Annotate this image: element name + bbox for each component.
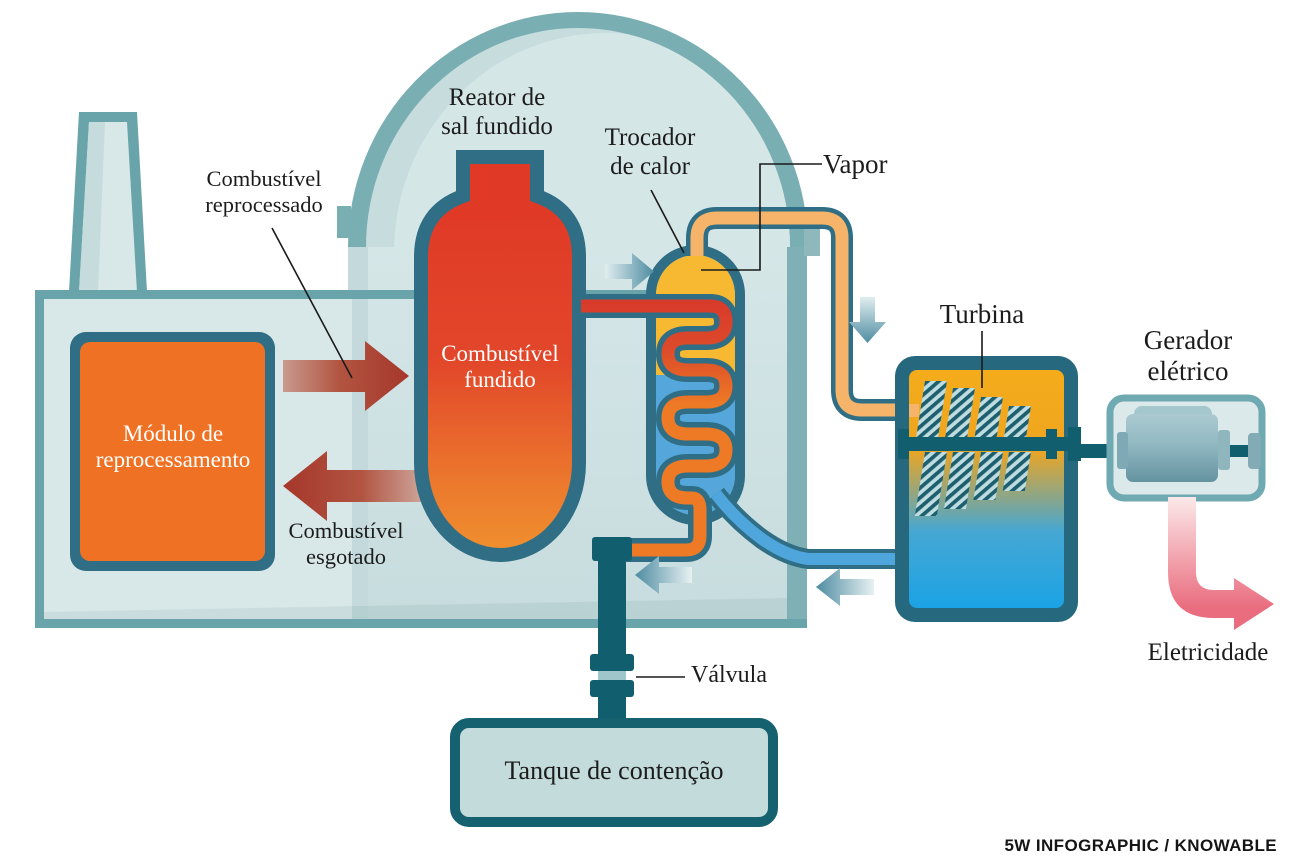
containment-tank-label: Tanque de contenção [504,756,724,785]
flow-arrow-right-icon [605,253,654,290]
fuel-loop-pipe [581,294,739,562]
chimney [69,112,147,292]
turbine-label: Turbina [939,299,1025,329]
electricity-arrow [1168,497,1274,630]
module-fill [80,342,265,561]
water-return-pipe-inner [711,490,916,565]
valve-gap [598,671,626,680]
building-roof-border [35,290,650,299]
drain-junction [592,537,632,561]
reactor-label-line2: sal fundido [441,112,553,140]
reprocessed-fuel-label-line2: reprocessado [205,191,323,217]
reprocessed-fuel-label-line1: Combustível [206,166,322,191]
molten-fuel-label-line2: fundido [464,367,536,393]
dome-flange-right [804,224,820,256]
turbine-shaft [905,437,1073,451]
generator-label-line1: Gerador [1143,325,1233,355]
turbine [895,356,1081,622]
dome-inner-highlight [394,33,790,247]
valve-collar-bottom [590,680,634,697]
vapor-label: Vapor [823,149,888,179]
spent-fuel-arrow [283,451,425,521]
generator-label: Gerador elétrico [1144,325,1232,387]
dome-wall-right [787,247,807,628]
vapor-pointer [701,163,822,271]
generator-stub-shaft [1230,445,1249,457]
flow-arrow-down-icon [849,297,886,343]
chimney-shade [79,122,105,292]
generator-cap-right [1218,430,1230,470]
spent-fuel-label: Combustível esgotado [288,518,403,569]
turbine-blades [914,381,1031,516]
valve-collar-top [590,654,634,671]
building-left-border [35,290,44,628]
reprocessing-module-label: Módulo de reprocessamento [96,421,251,473]
molten-fuel-label: Combustível fundido [441,341,559,393]
shaft-flange-mid [1046,429,1057,459]
reactor-vessel [414,150,586,562]
valve-label: Válvula [691,662,767,688]
pointer-lines [271,163,983,678]
steam-pipe-inner [690,211,916,417]
building-bottom-border [35,619,807,628]
reactor-label: Reator de sal fundido [441,84,553,141]
heat-exchanger-label-line1: Trocador [604,124,696,151]
generator-label-line2: elétrico [1147,355,1229,386]
reprocessing-module [70,332,275,571]
heat-exchanger-pointer [650,189,685,254]
generator-end-knob [1248,433,1261,469]
molten-fuel-label-line1: Combustível [441,341,559,366]
containment-tank [450,718,778,827]
reprocessed-fuel-arrow [283,341,409,411]
credit-text: 5W INFOGRAPHIC / KNOWABLE [1004,836,1277,855]
coil-pipe [581,299,733,557]
heat-exchanger-label-line2: de calor [610,152,690,180]
turbine-steam-inlet [909,404,919,417]
dome-wall-left [348,247,368,619]
flow-arrow-left-return-icon [816,568,874,606]
reprocessing-module-label-line2: reprocessamento [95,447,251,473]
generator-cap-left [1117,432,1128,469]
reactor-label-line1: Reator de [448,84,546,111]
generator-body [1126,414,1218,482]
electricity-label: Eletricidade [1147,639,1269,666]
dome-flange-left [337,206,351,238]
electric-generator [1073,394,1266,502]
shaft-flange-left [898,429,909,459]
reprocessed-fuel-label: Combustível reprocessado [205,166,322,217]
water-return-pipe [708,487,916,569]
reprocessed-fuel-pointer [271,227,353,379]
reprocessing-module-label-line1: Módulo de [122,421,224,446]
spent-fuel-label-line1: Combustível [288,518,404,543]
heat-exchanger-label: Trocador de calor [605,124,696,181]
drain-line [590,537,634,718]
flow-arrow-left-drain-icon [635,556,692,594]
spent-fuel-label-line2: esgotado [306,543,386,569]
steam-pipe [686,207,916,421]
